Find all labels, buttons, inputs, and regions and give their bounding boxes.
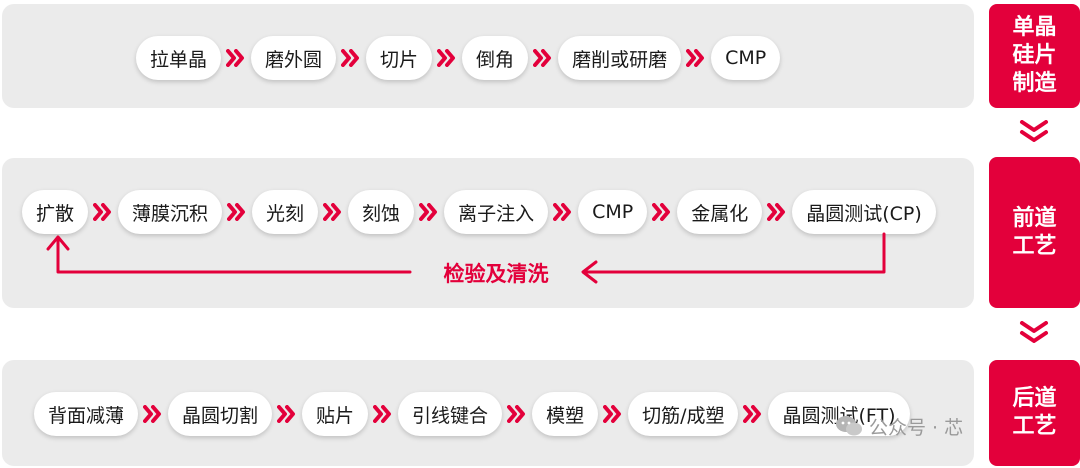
process-step: 金属化 (677, 190, 763, 234)
step-flow-front-end: 扩散薄膜沉积光刻刻蚀离子注入 CMP 金属化晶圆测试(CP) (22, 190, 936, 234)
double-chevron-down-icon (1020, 120, 1048, 142)
stage-badge-back-end: 后道 工艺 (989, 360, 1080, 466)
double-chevron-right-icon (272, 392, 302, 436)
stage-badge-line: 制造 (1012, 71, 1057, 96)
double-chevron-right-icon (138, 392, 168, 436)
process-step: CMP (711, 36, 781, 80)
process-step: 模塑 (532, 392, 599, 436)
double-chevron-right-icon (598, 392, 628, 436)
step-flow-back-end: 背面减薄晶圆切割贴片引线键合模塑切筋/成塑晶圆测试(FT) (34, 392, 910, 436)
double-chevron-down-icon (1020, 321, 1048, 343)
process-step: 切片 (366, 36, 433, 80)
process-step: 背面减薄 (34, 392, 139, 436)
wechat-icon (836, 416, 862, 436)
process-step: 拉单晶 (136, 36, 222, 80)
stage-badge-line: 硅片 (1012, 43, 1057, 68)
double-chevron-right-icon (738, 392, 768, 436)
double-chevron-right-icon (88, 190, 118, 234)
double-chevron-right-icon (222, 190, 252, 234)
process-step: 光刻 (252, 190, 319, 234)
double-chevron-right-icon (681, 36, 711, 80)
double-chevron-right-icon (502, 392, 532, 436)
double-chevron-right-icon (762, 190, 792, 234)
process-step: 切筋/成塑 (628, 392, 739, 436)
process-step: 引线键合 (398, 392, 503, 436)
double-chevron-right-icon (368, 392, 398, 436)
double-chevron-right-icon (318, 190, 348, 234)
double-chevron-right-icon (528, 36, 558, 80)
double-chevron-right-icon (336, 36, 366, 80)
stage-badge-front-end: 前道 工艺 (989, 157, 1080, 308)
process-step: 贴片 (302, 392, 369, 436)
process-step: 晶圆测试(CP) (792, 190, 936, 234)
process-step: 晶圆测试(FT) (768, 392, 910, 436)
double-chevron-right-icon (414, 190, 444, 234)
watermark: 公众号 · 芯 (835, 408, 963, 444)
double-chevron-right-icon (647, 190, 677, 234)
process-step: CMP (578, 190, 648, 234)
watermark-text: 公众号 · 芯 (869, 416, 964, 439)
process-step: 刻蚀 (348, 190, 415, 234)
process-step: 磨削或研磨 (558, 36, 682, 80)
stage-badge-line: 工艺 (1012, 233, 1057, 259)
double-chevron-right-icon (432, 36, 462, 80)
process-step: 晶圆切割 (168, 392, 273, 436)
process-step: 磨外圆 (251, 36, 337, 80)
process-step: 离子注入 (444, 190, 549, 234)
stage-badge-line: 后道 (1012, 386, 1057, 411)
step-flow-wafer-manufacturing: 拉单晶磨外圆切片倒角磨削或研磨 CMP (136, 36, 781, 80)
process-step: 薄膜沉积 (118, 190, 223, 234)
stage-badge-line: 单晶 (1012, 15, 1057, 40)
stage-badge-line: 工艺 (1012, 414, 1057, 439)
double-chevron-right-icon (548, 190, 578, 234)
stage-badge-wafer-manufacturing: 单晶 硅片 制造 (989, 4, 1080, 108)
process-step: 倒角 (462, 36, 529, 80)
process-step: 扩散 (22, 190, 89, 234)
double-chevron-right-icon (221, 36, 251, 80)
stage-badge-line: 前道 (1012, 205, 1057, 231)
loop-label: 检验及清洗 (416, 258, 576, 288)
